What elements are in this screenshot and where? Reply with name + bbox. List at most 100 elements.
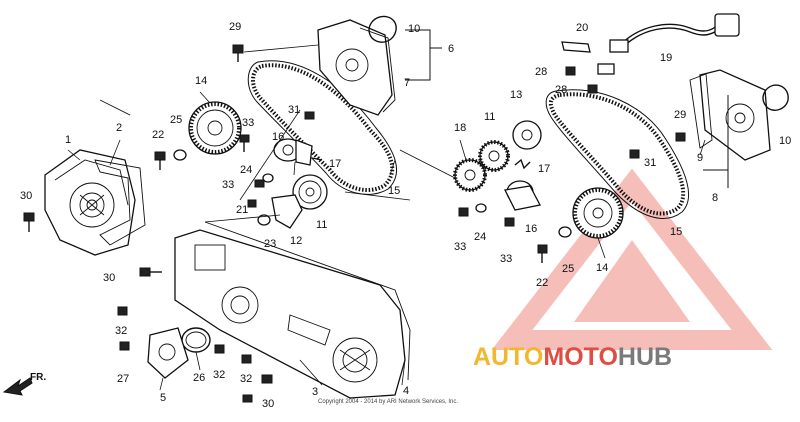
callout-32-c: 32 xyxy=(240,373,252,385)
callout-33-b: 33 xyxy=(222,179,234,191)
callout-26: 26 xyxy=(193,372,205,384)
bolt-small-bottom xyxy=(242,394,253,403)
callout-20: 20 xyxy=(576,22,588,34)
rear-timing-cover xyxy=(44,149,136,256)
group-bracket-6-7 xyxy=(405,29,442,81)
callout-28-b: 28 xyxy=(555,84,567,96)
washer-23 xyxy=(257,214,271,226)
callout-21: 21 xyxy=(236,204,248,216)
callout-11-right: 11 xyxy=(484,111,495,123)
direction-label: FR. xyxy=(30,372,46,383)
callout-12: 12 xyxy=(290,235,302,247)
callout-2: 2 xyxy=(116,122,122,134)
callout-31-right: 31 xyxy=(644,157,656,169)
callout-29-top: 29 xyxy=(229,21,241,33)
callout-32-a: 32 xyxy=(115,325,127,337)
callout-10: 10 xyxy=(408,23,420,35)
bolt-22-right xyxy=(537,244,548,263)
bolt-28-a xyxy=(565,66,576,76)
callout-7: 7 xyxy=(404,77,410,89)
callout-9: 9 xyxy=(697,152,703,164)
callout-10-right: 10 xyxy=(779,135,791,147)
callout-32-b: 32 xyxy=(213,369,225,381)
right-timing-belt xyxy=(545,89,689,219)
part-callouts: 29 10 6 7 20 19 28 28 14 25 22 33 1 2 31… xyxy=(20,21,791,410)
brand-hub: HUB xyxy=(618,343,672,371)
sensor-harness xyxy=(597,13,740,75)
bolt-31-right xyxy=(629,149,640,159)
callout-25-left: 25 xyxy=(170,114,182,126)
bolt-33-right-b xyxy=(504,217,515,227)
callout-23: 23 xyxy=(264,238,276,250)
washer-24-right xyxy=(475,203,487,213)
callout-28-a: 28 xyxy=(535,66,547,78)
crank-pulley-left xyxy=(292,174,328,210)
sensor-bracket-20 xyxy=(561,41,591,53)
cover-gasket xyxy=(94,159,146,246)
callout-30-mid: 30 xyxy=(103,272,115,284)
callout-31-left: 31 xyxy=(288,104,300,116)
group-bracket-8-9 xyxy=(703,95,729,188)
callout-13: 13 xyxy=(510,89,522,101)
callout-3: 3 xyxy=(312,386,318,398)
lower-timing-cover xyxy=(174,221,411,399)
seal-ring-10 xyxy=(368,15,397,43)
callout-33-d: 33 xyxy=(500,253,512,265)
bolt-31-left xyxy=(304,111,315,120)
guide-plate-12 xyxy=(271,194,303,229)
callout-17-left: 17 xyxy=(329,158,341,170)
callout-22-left: 22 xyxy=(152,129,164,141)
callout-22-right: 22 xyxy=(536,277,548,289)
bolt-21 xyxy=(247,199,257,208)
bolt-27 xyxy=(119,341,130,351)
callout-30-bottom: 30 xyxy=(262,398,274,410)
washer-24-left xyxy=(262,173,274,183)
bolt-29-top xyxy=(232,44,244,62)
callout-18: 18 xyxy=(454,122,466,134)
callout-16-left: 16 xyxy=(272,131,284,143)
svg-text:AUTOMOTOHUB: AUTOMOTOHUB xyxy=(473,343,672,371)
callout-8: 8 xyxy=(712,192,718,204)
guide-plate-13 xyxy=(512,120,542,150)
bolt-32-b xyxy=(214,344,225,354)
bolt-32-c xyxy=(241,354,252,364)
callout-1: 1 xyxy=(65,134,71,146)
front-direction-arrow-icon: FR. xyxy=(2,372,46,396)
callout-33-a: 33 xyxy=(242,117,254,129)
camshaft-pulley-right xyxy=(572,187,624,239)
callout-24-right: 24 xyxy=(474,231,486,243)
bolt-33-left-top xyxy=(239,134,250,152)
small-cover-5 xyxy=(147,327,189,379)
drive-sprocket-18 xyxy=(453,158,487,192)
callout-24-left: 24 xyxy=(240,164,252,176)
bolt-22-left xyxy=(154,151,166,170)
leader-lines xyxy=(67,44,706,391)
brand-moto: MOTO xyxy=(543,343,618,371)
bolt-32-a xyxy=(117,306,128,316)
tensioner-left xyxy=(273,138,323,166)
copyright-text: Copyright 2004 - 2014 by ARI Network Ser… xyxy=(318,399,458,405)
callout-4: 4 xyxy=(403,385,409,397)
bolt-28-b xyxy=(587,84,598,94)
spring-17-right xyxy=(514,158,531,170)
callout-16-right: 16 xyxy=(525,223,537,235)
callout-17-right: 17 xyxy=(538,163,550,175)
seal-ring-10-right xyxy=(762,84,789,111)
brand-auto: AUTO xyxy=(473,343,543,371)
callout-25-right: 25 xyxy=(562,263,574,275)
washer-25-left xyxy=(173,149,187,161)
callout-11-left: 11 xyxy=(316,219,327,231)
bolt-30-left xyxy=(23,212,35,232)
bolt-29-right xyxy=(675,132,686,142)
bolt-33-right-a xyxy=(458,207,469,217)
tensioner-right-16 xyxy=(504,180,541,211)
callout-15-left: 15 xyxy=(388,185,400,197)
watermark-logo-icon xyxy=(491,168,773,350)
upper-cover-right xyxy=(689,69,771,161)
callout-33-c: 33 xyxy=(454,241,466,253)
crank-pulley-right-11 xyxy=(478,140,510,172)
upper-cover-left xyxy=(317,19,396,116)
washer-25-right xyxy=(558,226,572,238)
bolt-30-mid xyxy=(139,267,162,277)
